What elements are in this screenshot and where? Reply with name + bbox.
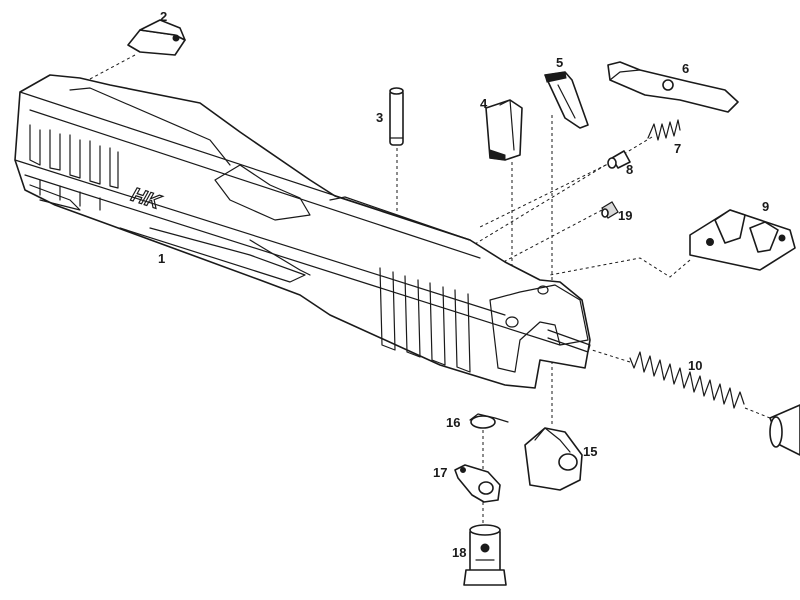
leader-recoil-spring: [591, 349, 631, 363]
callout-8: 8: [626, 162, 633, 177]
rear-serrations: [379, 267, 471, 373]
callout-4: 4: [480, 96, 488, 111]
callout-6: 6: [682, 61, 689, 76]
pin-19: [601, 201, 619, 219]
front-sight: [127, 19, 186, 56]
spring-7: [647, 119, 681, 141]
housing-18: [463, 524, 507, 586]
leader-pin-19: [491, 209, 603, 269]
slide: HK: [14, 74, 591, 389]
callout-16: 16: [446, 415, 460, 430]
recoil-spring: [629, 351, 745, 409]
breech-face: [489, 284, 589, 373]
callout-15: 15: [583, 444, 597, 459]
callout-1: 1: [158, 251, 165, 266]
latch-17: [454, 464, 501, 503]
callout-labels: 1 2 3 4 5 6 7 8 9 10 15 16 17 18 19: [158, 9, 769, 560]
callout-5: 5: [556, 55, 563, 70]
front-serrations: [29, 124, 119, 211]
rear-sight: [689, 209, 796, 271]
callout-7: 7: [674, 141, 681, 156]
leader-rear-sight: [549, 257, 691, 278]
callout-9: 9: [762, 199, 769, 214]
lever-6: [607, 61, 739, 113]
callout-2: 2: [160, 9, 167, 24]
pin-3: [389, 87, 404, 146]
callout-10: 10: [688, 358, 702, 373]
leader-guide-rod: [744, 407, 771, 419]
block-15: [524, 427, 583, 491]
slide-body: [14, 74, 591, 389]
leader-front-sight: [59, 54, 136, 96]
firing-pin-safety: [544, 71, 589, 129]
guide-rod: [769, 404, 800, 456]
callout-18: 18: [452, 545, 466, 560]
leader-plunger: [477, 161, 613, 229]
extractor: [485, 99, 523, 161]
plunger-8: [607, 150, 631, 169]
callout-3: 3: [376, 110, 383, 125]
callout-17: 17: [433, 465, 447, 480]
spring-16: [469, 413, 509, 429]
callout-19: 19: [618, 208, 632, 223]
